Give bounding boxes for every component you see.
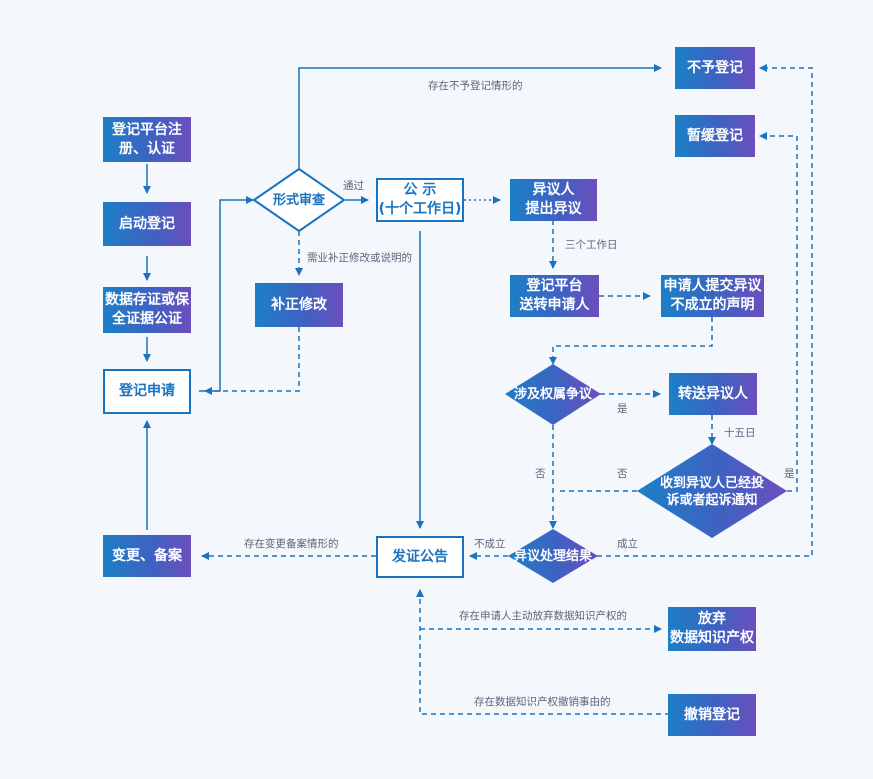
label-no-1: 否 [535, 468, 546, 480]
label-yes-1: 是 [617, 403, 628, 415]
arrow-supplement-to-application [204, 327, 300, 395]
node-start-registration: 启动登记 [103, 202, 191, 246]
node-objection-result: 异议处理结果 [513, 548, 592, 564]
diamond-formal-review [252, 167, 346, 233]
node-registration-application: 登记申请 [103, 369, 191, 414]
label-yes-2: 是 [784, 468, 795, 480]
label-no-2: 否 [617, 468, 628, 480]
label-change-filing-situation: 存在变更备案情形的 [244, 538, 339, 550]
node-data-evidence: 数据存证或保 全证据公证 [103, 287, 191, 333]
arrow-application-to-review [199, 196, 254, 392]
label-no-reg-situation: 存在不予登记情形的 [428, 80, 523, 92]
node-no-registration: 不予登记 [675, 47, 755, 89]
arrow-notice-to-suspend [759, 132, 798, 492]
arrow-revoke-to-announcement [416, 589, 670, 715]
label-abandon-situation: 存在申请人主动放弃数据知识产权的 [459, 610, 627, 622]
diamond-received-notice [637, 444, 787, 538]
arrow-result-to-no-registration [597, 64, 813, 557]
node-change-filing: 变更、备案 [103, 535, 191, 577]
node-formal-review: 形式审查 [272, 192, 325, 208]
node-applicant-statement: 申请人提交异议 不成立的声明 [661, 275, 764, 317]
label-passed: 通过 [343, 180, 364, 192]
node-supplement-revise: 补正修改 [255, 283, 343, 327]
label-fifteen-days: 十五日 [724, 427, 756, 439]
label-need-supplement: 需业补正修改或说明的 [307, 252, 412, 264]
arrow-review-to-no-registration [298, 64, 662, 170]
node-platform-forward: 登记平台 送转申请人 [510, 275, 599, 317]
node-suspend-registration: 暂缓登记 [675, 115, 755, 157]
node-register-platform: 登记平台注 册、认证 [103, 117, 191, 162]
node-issue-announcement: 发证公告 [376, 536, 464, 578]
node-abandon-right: 放弃 数据知识产权 [668, 607, 756, 651]
label-revoke-situation: 存在数据知识产权撤销事由的 [474, 696, 611, 708]
node-revoke-registration: 撤销登记 [668, 694, 756, 736]
diamond-ownership-dispute [505, 364, 601, 425]
node-received-notice: 收到异议人已经投 诉或者起诉通知 [659, 476, 764, 508]
node-publicity: 公 示 (十个工作日) [376, 178, 464, 222]
node-ownership-dispute: 涉及权属争议 [513, 386, 592, 402]
node-forward-objector: 转送异议人 [669, 373, 757, 415]
arrow-statement-to-dispute [549, 317, 713, 365]
node-objector-raise: 异议人 提出异议 [510, 179, 597, 221]
label-three-days: 三个工作日 [565, 239, 618, 251]
label-established: 成立 [617, 538, 638, 550]
label-not-established: 不成立 [474, 538, 506, 550]
diamond-objection-result [508, 529, 598, 583]
